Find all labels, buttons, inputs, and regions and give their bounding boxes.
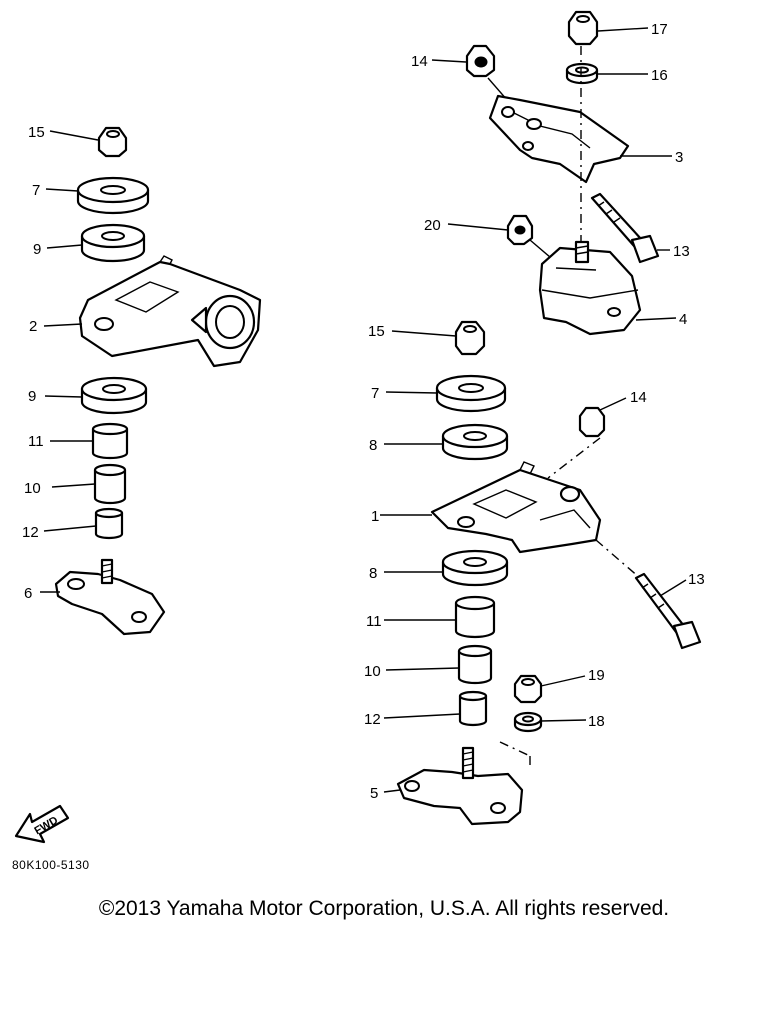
callout-3: 3 <box>675 149 683 166</box>
part-15-nut-right <box>454 320 486 356</box>
callout-15-right: 15 <box>368 323 385 340</box>
part-11-collar-left <box>91 422 129 460</box>
part-2-bracket <box>78 255 262 368</box>
callout-1: 1 <box>371 508 379 525</box>
callout-7-left: 7 <box>32 182 40 199</box>
part-12-collar-right <box>458 690 488 727</box>
part-16-washer <box>565 62 599 85</box>
part-18-washer <box>513 711 543 733</box>
callout-13-upper: 13 <box>673 243 690 260</box>
callout-2: 2 <box>29 318 37 335</box>
callout-15-left: 15 <box>28 124 45 141</box>
callout-10-right: 10 <box>364 663 381 680</box>
part-12-collar-left <box>94 507 124 540</box>
callout-11-right: 11 <box>366 613 382 630</box>
callout-12-right: 12 <box>364 711 381 728</box>
part-3-bracket <box>488 94 630 184</box>
callout-6: 6 <box>24 585 32 602</box>
part-7-washer-right <box>435 374 507 413</box>
part-5-plate <box>396 746 524 826</box>
part-10-collar-left <box>93 463 127 505</box>
callout-17: 17 <box>651 21 668 38</box>
part-code: 80K100-5130 <box>12 858 90 872</box>
part-6-plate <box>54 558 166 636</box>
callout-10-left: 10 <box>24 480 41 497</box>
part-8-rubber-lower <box>441 549 509 587</box>
callout-8-upper: 8 <box>369 437 377 454</box>
copyright-notice: ©2013 Yamaha Motor Corporation, U.S.A. A… <box>98 897 670 920</box>
callout-19: 19 <box>588 667 605 684</box>
callout-12-left: 12 <box>22 524 39 541</box>
part-17-nut <box>567 10 599 46</box>
part-9-rubber-upper <box>80 223 146 263</box>
part-19-nut <box>513 674 543 704</box>
part-10-collar-right <box>457 644 493 685</box>
fwd-label: FWD <box>32 814 60 837</box>
callout-16: 16 <box>651 67 668 84</box>
part-9-rubber-lower <box>80 376 148 415</box>
callout-5: 5 <box>370 785 378 802</box>
part-11-collar-right <box>454 595 496 639</box>
left-assembly: 15 7 9 2 <box>14 124 262 844</box>
fwd-arrow-icon: FWD <box>14 804 70 844</box>
part-13-bolt-lower <box>634 572 702 650</box>
callout-18: 18 <box>588 713 605 730</box>
callout-14-lower: 14 <box>630 389 647 406</box>
part-14-bolt-lower <box>578 406 606 438</box>
callout-8-lower: 8 <box>369 565 377 582</box>
callout-4: 4 <box>679 311 687 328</box>
callout-9-upper: 9 <box>33 241 41 258</box>
part-1-bracket <box>430 461 602 554</box>
callout-14-upper: 14 <box>411 53 428 70</box>
callout-13-lower: 13 <box>688 571 705 588</box>
part-8-rubber-upper <box>441 423 509 461</box>
part-13-bolt-upper <box>590 192 660 264</box>
part-14-bolt-upper <box>465 44 496 78</box>
part-15-nut-left <box>97 126 128 158</box>
right-assembly: 17 16 14 3 <box>364 10 705 826</box>
callout-20: 20 <box>424 217 441 234</box>
callout-7-right: 7 <box>371 385 379 402</box>
callout-11-left: 11 <box>28 433 44 450</box>
part-4-mount <box>538 240 642 336</box>
part-20-nut <box>506 214 534 246</box>
part-7-washer-left <box>76 176 150 215</box>
callout-9-lower: 9 <box>28 388 36 405</box>
